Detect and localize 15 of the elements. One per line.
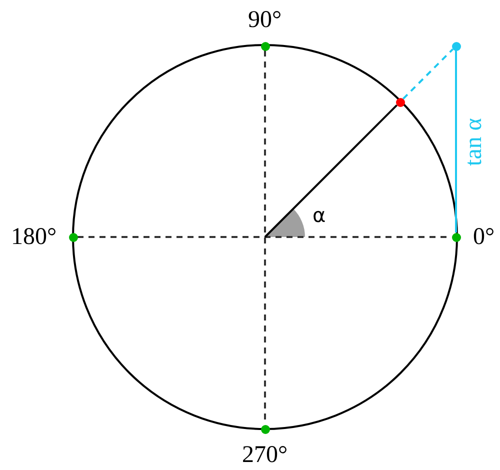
angle-point-marker (260, 42, 270, 50)
angle-point-marker (260, 424, 270, 434)
intersection-point (396, 98, 404, 106)
line (455, 50, 457, 232)
angle-label: 270° (242, 443, 288, 467)
dashed-line (402, 48, 454, 100)
edge-label: tan α (462, 118, 486, 166)
angle-label: 180° (11, 225, 57, 249)
angle-point-marker (68, 232, 78, 242)
angle-label: 90° (248, 8, 282, 32)
angle-point-marker (452, 232, 460, 242)
line (264, 104, 398, 238)
angle-label: 0° (473, 225, 495, 249)
tangent-point (452, 42, 460, 50)
angle-symbol: α (312, 205, 326, 225)
